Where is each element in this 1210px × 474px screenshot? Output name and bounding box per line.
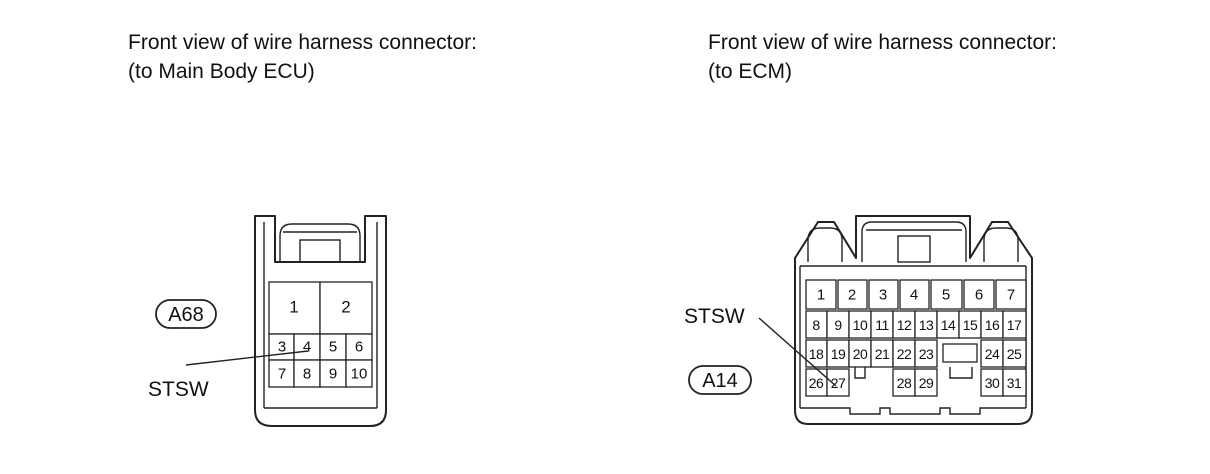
- right-pin-17: 17: [1007, 317, 1022, 333]
- right-connector-caption: Front view of wire harness connector: (t…: [708, 28, 1057, 86]
- right-cell-7: [995, 279, 1027, 310]
- left-pin-10: 10: [351, 366, 368, 383]
- right-pin-15: 15: [963, 317, 978, 333]
- right-pin-27: 27: [831, 375, 846, 391]
- right-pin-20: 20: [853, 346, 868, 362]
- right-pin-13: 13: [919, 317, 934, 333]
- right-pin-21: 21: [875, 346, 890, 362]
- right-pin-24: 24: [985, 346, 1000, 362]
- right-cell-6: [963, 279, 995, 310]
- right-pin-14: 14: [941, 317, 956, 333]
- left-pin-7: 7: [278, 366, 286, 383]
- right-pin-25: 25: [1007, 346, 1022, 362]
- right-cell-4: [899, 279, 930, 310]
- right-pin-11: 11: [875, 317, 889, 333]
- right-clip-left: [807, 227, 843, 262]
- right-pin-29: 29: [919, 375, 934, 391]
- left-cell-6: [345, 333, 373, 361]
- right-pin-18: 18: [809, 346, 824, 362]
- left-cell-8: [293, 359, 321, 388]
- right-latch: [861, 221, 967, 262]
- right-pin-22: 22: [897, 346, 912, 362]
- right-pin-1: 1: [817, 287, 825, 304]
- right-connector-id-badge: [688, 365, 752, 395]
- left-connector-id: A68: [168, 304, 204, 326]
- right-cell-17: [1002, 310, 1027, 339]
- right-pin-6: 6: [975, 287, 983, 304]
- left-pin-1: 1: [289, 298, 298, 317]
- left-housing-outline: [254, 215, 387, 427]
- right-pin-31: 31: [1007, 375, 1022, 391]
- right-inner-bottom: [800, 407, 1026, 415]
- left-connector-caption: Front view of wire harness connector: (t…: [128, 28, 477, 86]
- left-pin-9: 9: [329, 366, 337, 383]
- left-stsw-leader-line: [185, 350, 309, 366]
- right-stsw-leader-line: [758, 317, 837, 387]
- left-signal-label: STSW: [148, 378, 209, 401]
- left-pin-8: 8: [303, 366, 311, 383]
- right-caption-line2: (to ECM): [708, 60, 792, 83]
- right-signal-label: STSW: [684, 305, 745, 328]
- left-latch-window: [299, 239, 341, 263]
- left-pin-3: 3: [278, 339, 286, 356]
- left-connector-id-badge: [155, 299, 217, 329]
- right-notch-1: [854, 367, 866, 379]
- right-pin-16: 16: [985, 317, 1000, 333]
- right-pin-12: 12: [897, 317, 912, 333]
- left-caption-line2: (to Main Body ECU): [128, 60, 315, 83]
- left-cell-1: [268, 281, 321, 335]
- right-cell-2: [837, 279, 868, 310]
- right-cell-23: [914, 339, 938, 368]
- right-pin-28: 28: [897, 375, 912, 391]
- left-pin-5: 5: [329, 339, 337, 356]
- right-cell-31: [1002, 368, 1027, 397]
- right-cell-3: [868, 279, 899, 310]
- left-cell-9: [319, 359, 347, 388]
- right-housing-outline: [794, 215, 1033, 425]
- right-pin-7: 7: [1007, 287, 1015, 304]
- right-pin-3: 3: [879, 287, 887, 304]
- right-connector: 1 2 3 4 5 6 7 8 9 10 11 12 13 14 15 16 1…: [684, 215, 1033, 425]
- right-pin-23: 23: [919, 346, 934, 362]
- right-pin-10: 10: [853, 317, 868, 333]
- right-cell-27: [826, 368, 850, 397]
- right-pin-30: 30: [985, 375, 1000, 391]
- right-cell-1: [805, 279, 837, 310]
- left-pin-4: 4: [303, 339, 311, 356]
- right-blank-cavity: [942, 343, 978, 363]
- right-caption-line1: Front view of wire harness connector:: [708, 31, 1057, 54]
- right-cell-29: [914, 368, 938, 397]
- right-pin-8: 8: [812, 317, 820, 333]
- right-connector-id: A14: [702, 370, 738, 392]
- right-notch-2: [949, 367, 973, 379]
- right-pin-4: 4: [910, 287, 918, 304]
- right-cell-25: [1002, 339, 1027, 368]
- left-pin-6: 6: [355, 339, 363, 356]
- right-latch-window: [897, 235, 931, 263]
- left-cell-10: [345, 359, 373, 388]
- right-pin-19: 19: [831, 346, 846, 362]
- right-pin-26: 26: [809, 375, 824, 391]
- right-pin-2: 2: [848, 287, 856, 304]
- right-clip-right: [983, 227, 1019, 262]
- right-pin-9: 9: [834, 317, 842, 333]
- left-connector: 1 2 3 4 5 6 7 8 9 10 A68 STSW: [148, 215, 387, 427]
- left-caption-line1: Front view of wire harness connector:: [128, 31, 477, 54]
- right-cell-5: [930, 279, 963, 310]
- left-latch: [279, 223, 361, 262]
- right-pin-5: 5: [942, 287, 950, 304]
- left-pin-2: 2: [341, 298, 350, 317]
